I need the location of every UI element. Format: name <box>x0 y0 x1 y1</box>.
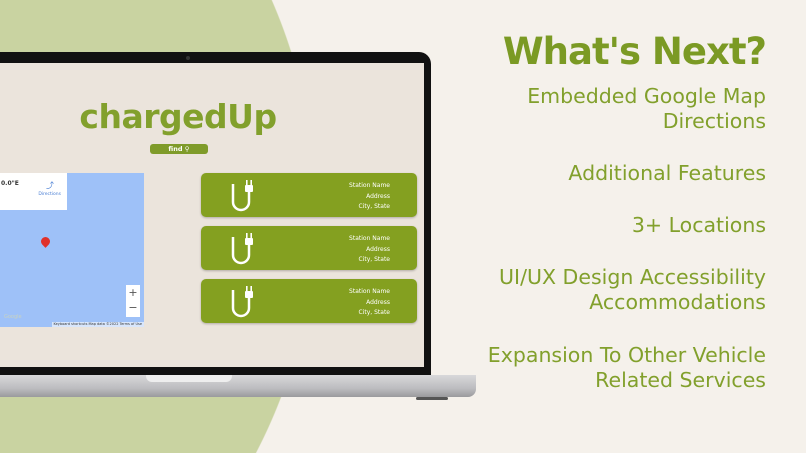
item-line: 3+ Locations <box>631 213 766 237</box>
item-line: Embedded Google Map <box>527 84 766 108</box>
find-button[interactable]: find ⚲ <box>150 144 208 154</box>
station-info: Station Name Address City, State <box>349 234 390 266</box>
map-footer[interactable]: Keyboard shortcuts Map data ©2022 Terms … <box>51 322 144 327</box>
station-info: Station Name Address City, State <box>349 287 390 319</box>
station-info: Station Name Address City, State <box>349 181 390 213</box>
station-city: City, State <box>358 203 390 210</box>
slide-title: What's Next? <box>502 30 767 73</box>
location-pin-icon: ⚲ <box>184 145 190 153</box>
zoom-control: + − <box>126 285 140 317</box>
camera <box>186 56 190 60</box>
laptop-notch <box>146 375 232 382</box>
map-marker-icon[interactable] <box>39 235 52 248</box>
station-city: City, State <box>358 256 390 263</box>
item-line: Expansion To Other Vehicle <box>487 343 766 367</box>
station-name: Station Name <box>349 235 390 242</box>
laptop-base <box>0 375 476 397</box>
laptop-foot <box>416 397 448 400</box>
station-name: Station Name <box>349 182 390 189</box>
item-line: Related Services <box>595 368 766 392</box>
station-address: Address <box>366 298 390 306</box>
zoom-in-button[interactable]: + <box>128 286 138 299</box>
item-line: Additional Features <box>568 161 766 185</box>
coordinate-text: 0.0"E <box>1 180 19 187</box>
directions-link[interactable]: Directions <box>38 192 61 197</box>
item-line: Directions <box>662 109 766 133</box>
google-logo: Google <box>4 314 22 320</box>
plug-icon <box>231 180 253 212</box>
station-name: Station Name <box>349 288 390 295</box>
map-info-box: 0.0"E ⤴ Directions <box>0 173 67 210</box>
station-city: City, State <box>358 309 390 316</box>
item-line: Accommodations <box>589 290 766 314</box>
station-card[interactable]: Station Name Address City, State <box>201 226 417 270</box>
find-label: find <box>168 145 183 153</box>
directions-icon[interactable]: ⤴ <box>46 181 54 190</box>
station-address: Address <box>366 192 390 200</box>
map-embed[interactable]: 0.0"E ⤴ Directions + − Google Keyboard s… <box>0 173 144 327</box>
zoom-out-button[interactable]: − <box>128 301 138 314</box>
app-logo: chargedUp <box>79 97 277 136</box>
plug-icon <box>231 233 253 265</box>
laptop-screen: chargedUp find ⚲ 0.0"E ⤴ Directions + − … <box>0 63 424 367</box>
station-card[interactable]: Station Name Address City, State <box>201 173 417 217</box>
plug-icon <box>231 286 253 318</box>
station-address: Address <box>366 245 390 253</box>
station-card[interactable]: Station Name Address City, State <box>201 279 417 323</box>
item-line: UI/UX Design Accessibility <box>499 265 766 289</box>
